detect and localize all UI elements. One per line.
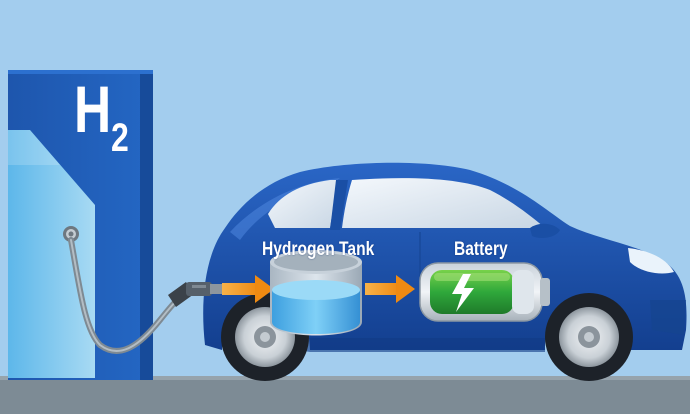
battery: [419, 262, 550, 322]
front-wheel: [545, 293, 633, 381]
hydrogen-tank: [270, 250, 362, 336]
ground: [0, 378, 690, 414]
hydrogen-station: [8, 70, 153, 380]
battery-label: Battery: [454, 239, 508, 260]
h2-subscript: 2: [111, 116, 129, 160]
fuel-nozzle-icon: [168, 282, 222, 307]
hydrogen-tank-label: Hydrogen Tank: [262, 239, 375, 260]
arrow-nozzle-to-tank: [222, 275, 274, 303]
lightning-icon: [452, 274, 474, 312]
arrow-tank-to-battery: [365, 275, 415, 303]
h2-symbol: H: [74, 72, 112, 146]
